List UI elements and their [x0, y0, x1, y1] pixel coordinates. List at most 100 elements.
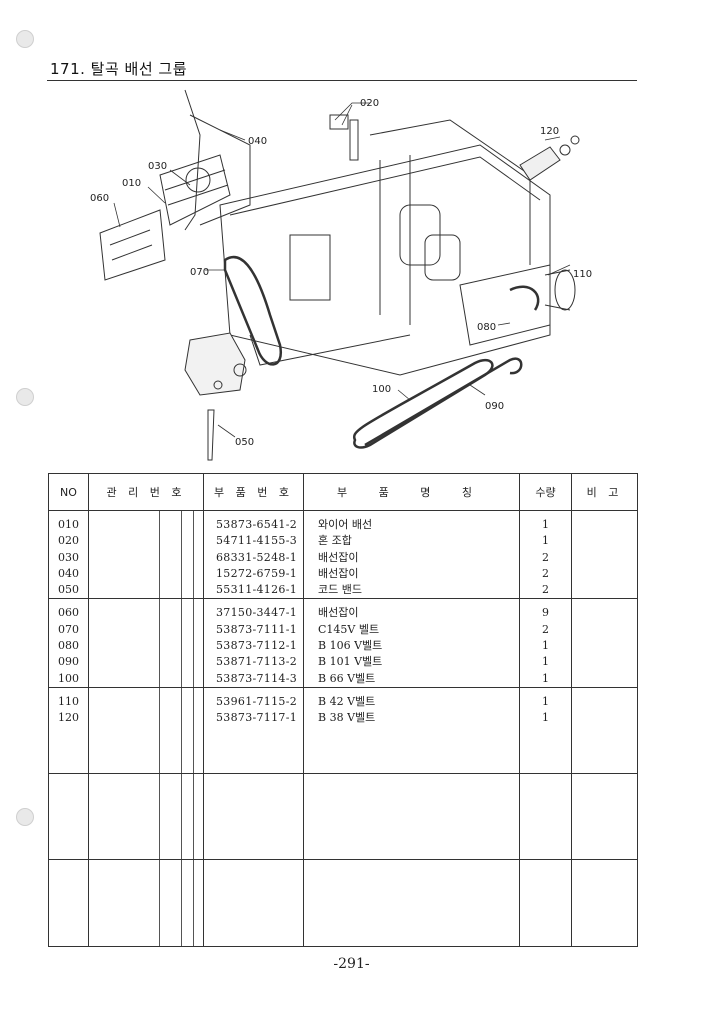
row-name: C145V 벨트 [318, 622, 380, 636]
row-name: B 66 V벨트 [318, 671, 376, 685]
row-qty: 1 [542, 655, 549, 669]
callout-090: 090 [485, 401, 504, 412]
table-row-group [48, 858, 638, 947]
row-no: 120 [58, 711, 79, 725]
row-name: B 106 V벨트 [318, 639, 383, 653]
callout-120: 120 [540, 126, 559, 137]
title-rule [47, 80, 637, 81]
callout-020: 020 [360, 98, 379, 109]
header-name: 부 품 명 칭 [303, 473, 520, 511]
row-no: 010 [58, 518, 79, 531]
page-title: 171. 탈곡 배선 그룹 [50, 60, 188, 78]
mgmt-subcolumns [89, 859, 203, 946]
cell-no [48, 772, 89, 860]
row-part-no: 68331-5248-1 [216, 550, 298, 564]
cell-remark [571, 509, 638, 600]
row-part-no: 53873-7112-1 [216, 639, 298, 653]
mgmt-divider [193, 599, 194, 687]
binder-hole-bottom [16, 808, 34, 826]
row-name: 와이어 배선 [318, 518, 373, 531]
row-part-no: 53873-7117-1 [216, 711, 298, 725]
cell-mgmt [88, 509, 204, 600]
row-part-no: 54711-4155-3 [216, 534, 298, 548]
callout-070: 070 [190, 267, 209, 278]
row-no: 020 [58, 534, 79, 548]
mgmt-divider [193, 511, 194, 599]
row-no: 060 [58, 606, 79, 620]
cell-mgmt [88, 858, 204, 947]
cell-mgmt [88, 686, 204, 774]
header-qty: 수량 [519, 473, 572, 511]
row-name: 코드 밴드 [318, 583, 362, 597]
mgmt-divider [193, 859, 194, 946]
row-no: 030 [58, 550, 79, 564]
cell-qty [519, 858, 572, 947]
cell-name [303, 858, 520, 947]
header-part-no: 부 품 번 호 [203, 473, 304, 511]
mgmt-divider [181, 687, 182, 773]
callout-010: 010 [122, 178, 141, 189]
callout-110: 110 [573, 269, 592, 280]
cell-no [48, 858, 89, 947]
row-qty: 1 [542, 711, 549, 725]
row-part-no: 55311-4126-1 [216, 583, 298, 597]
row-no: 110 [58, 694, 79, 708]
binder-hole-middle [16, 388, 34, 406]
row-qty: 9 [542, 606, 549, 620]
row-part-no: 53873-6541-2 [216, 518, 298, 531]
frame [219, 119, 551, 376]
row-part-no: 53961-7115-2 [216, 694, 298, 708]
cell-part-no [203, 772, 304, 860]
mgmt-subcolumns [89, 773, 203, 859]
cell-mgmt [88, 772, 204, 860]
horn [519, 135, 580, 181]
callout-040: 040 [248, 136, 267, 147]
cell-qty [519, 772, 572, 860]
table-row-group: 010 020 030 040 050 53873-6541-2 54711-4155-3 6… [48, 509, 638, 600]
mgmt-divider [159, 859, 160, 946]
row-qty: 1 [542, 671, 549, 685]
row-qty: 2 [542, 550, 549, 564]
header-no: NO [48, 473, 89, 511]
cell-remark [571, 772, 638, 860]
page-number: -291- [333, 956, 370, 972]
table-header-row: NO 관 리 번 호 부 품 번 호 부 품 명 칭 수량 비 고 [48, 473, 638, 511]
row-no: 080 [58, 639, 79, 653]
motor-unit [184, 332, 247, 396]
row-no: 100 [58, 671, 79, 685]
row-part-no: 53873-7114-3 [216, 671, 298, 685]
cell-remark [571, 858, 638, 947]
row-no: 050 [58, 583, 79, 597]
row-name: 혼 조합 [318, 534, 352, 548]
row-qty: 1 [542, 639, 549, 653]
callout-060: 060 [90, 193, 109, 204]
mgmt-divider [181, 859, 182, 946]
mgmt-subcolumns [89, 511, 203, 599]
cell-name [303, 772, 520, 860]
mgmt-divider [181, 773, 182, 859]
parts-table: NO 관 리 번 호 부 품 번 호 부 품 명 칭 수량 비 고 010 020… [48, 473, 638, 947]
row-name: B 101 V벨트 [318, 655, 383, 669]
row-qty: 1 [542, 694, 549, 708]
cord-band [207, 409, 215, 461]
row-name: 배선잡이 [318, 550, 359, 564]
row-qty: 1 [542, 534, 549, 548]
leader-lines [113, 102, 571, 438]
callout-050: 050 [235, 437, 254, 448]
row-name: B 38 V벨트 [318, 711, 376, 725]
mgmt-divider [193, 687, 194, 773]
row-qty: 2 [542, 583, 549, 597]
row-no: 040 [58, 566, 79, 580]
mgmt-divider [159, 511, 160, 599]
callout-030: 030 [148, 161, 167, 172]
cell-remark [571, 686, 638, 774]
row-part-no: 37150-3447-1 [216, 606, 298, 620]
